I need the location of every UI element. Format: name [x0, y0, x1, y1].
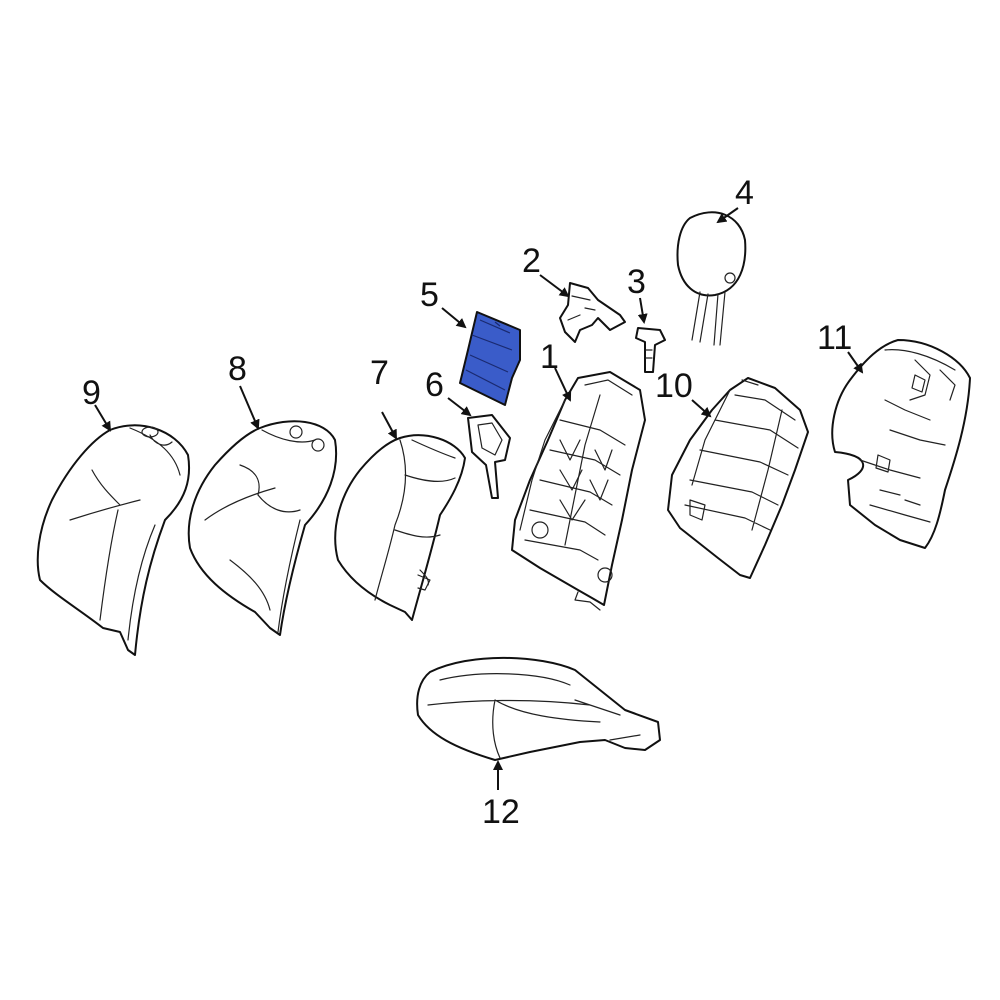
part-7-backrest-pad[interactable]	[334, 434, 466, 621]
leader-6	[447, 397, 472, 417]
part-4-headrest[interactable]	[676, 211, 747, 346]
callout-5: 5	[420, 276, 439, 314]
callout-9: 9	[82, 374, 101, 412]
leader-10	[691, 399, 712, 418]
part-6-clip[interactable]	[467, 414, 511, 499]
part-9-seat-back-cover[interactable]	[36, 424, 191, 656]
leader-8	[239, 385, 260, 430]
leader-3	[637, 297, 648, 324]
callout-labels: 1 2 3 4 5 6 7 8 9 10 11 12	[82, 174, 852, 831]
part-11-back-shell[interactable]	[831, 339, 971, 549]
callout-12: 12	[482, 793, 520, 831]
part-5-highlighted-panel[interactable]	[459, 311, 521, 406]
part-3-headrest-guide[interactable]	[635, 327, 666, 373]
leader-9	[94, 404, 112, 432]
part-8-seat-back-trim[interactable]	[187, 420, 338, 636]
callout-10: 10	[655, 367, 693, 405]
leader-lines	[94, 207, 864, 790]
callout-7: 7	[370, 354, 389, 392]
leader-4	[716, 207, 739, 224]
part-12-seat-cushion[interactable]	[416, 656, 661, 761]
leader-5	[441, 307, 467, 329]
callout-1: 1	[540, 338, 559, 376]
leader-7	[381, 411, 397, 440]
callout-8: 8	[228, 350, 247, 388]
callout-6: 6	[425, 366, 444, 404]
part-10-back-panel[interactable]	[667, 377, 809, 579]
leader-1	[554, 367, 572, 402]
part-1-seat-back-frame[interactable]	[511, 371, 646, 611]
leader-2	[539, 274, 570, 298]
callout-11: 11	[817, 319, 852, 357]
leader-11	[847, 351, 864, 374]
callout-2: 2	[522, 242, 541, 280]
callout-4: 4	[735, 174, 754, 212]
callout-3: 3	[627, 263, 646, 301]
part-2-bracket[interactable]	[559, 282, 626, 343]
